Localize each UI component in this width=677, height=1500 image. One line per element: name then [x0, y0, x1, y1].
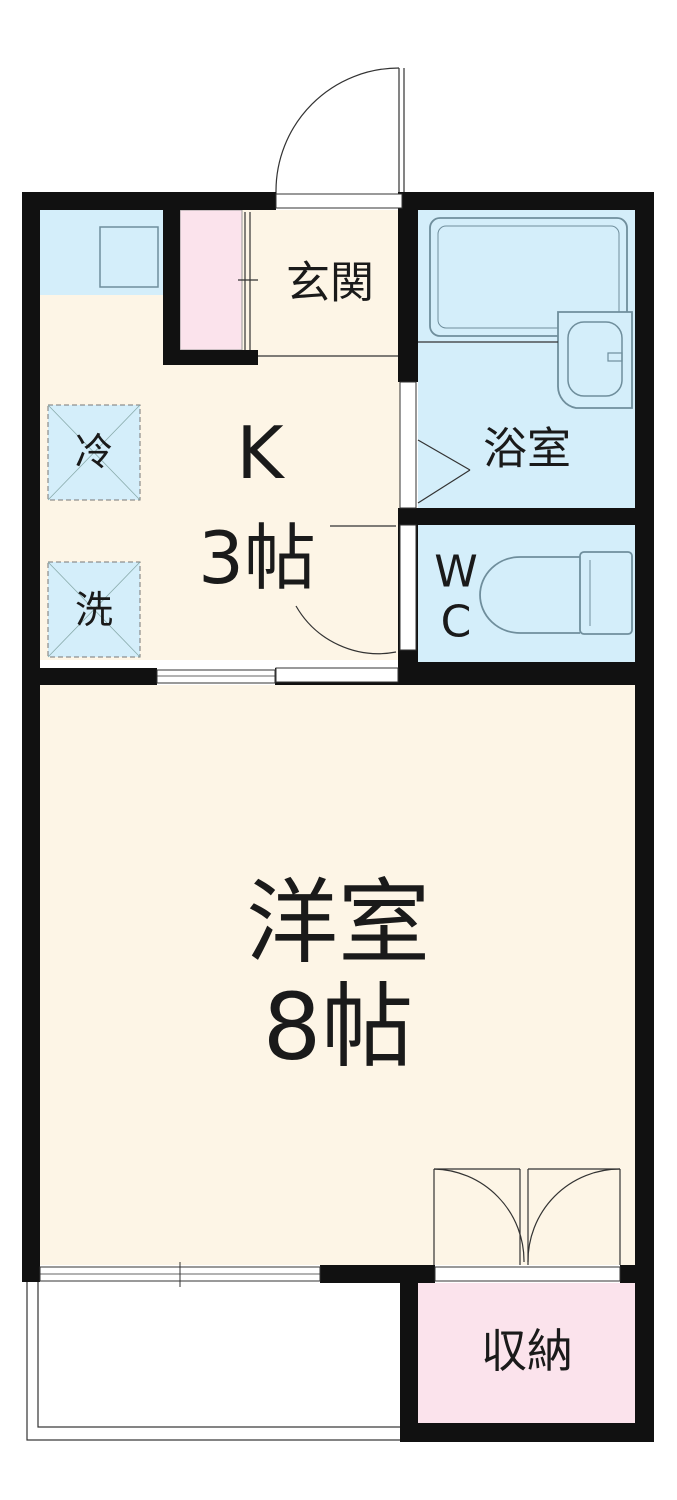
- window-balcony: [39, 1262, 321, 1287]
- shoe-cabinet-icon: [179, 209, 243, 351]
- toilet-floor: [418, 525, 635, 662]
- washer-space: 洗: [47, 561, 141, 658]
- washbasin-icon: [557, 311, 633, 409]
- bathtub-icon: [429, 217, 628, 337]
- kitchen-door-opening: [275, 667, 399, 683]
- kitchen-door[interactable]: [295, 525, 397, 655]
- balcony: [26, 1279, 406, 1441]
- washer-label: 洗: [75, 588, 113, 632]
- storage-label: 収納: [481, 1324, 573, 1378]
- western-room-label: 洋室: [246, 870, 430, 977]
- toilet-label-w: W: [434, 547, 478, 598]
- walls: [22, 192, 654, 1442]
- bath-door-opening: [399, 381, 417, 509]
- bath-label: 浴室: [483, 424, 571, 475]
- toilet-label-c: C: [441, 597, 472, 648]
- storage-floor: [418, 1283, 635, 1423]
- toilet-icon: [479, 551, 633, 635]
- window-kitchen: [156, 669, 276, 684]
- toilet-door-opening: [399, 524, 417, 651]
- storage-door[interactable]: [433, 1168, 621, 1265]
- fridge-space: 冷: [47, 404, 141, 501]
- entrance-door[interactable]: [275, 67, 405, 198]
- fridge-label: 冷: [75, 430, 113, 474]
- entrance-label: 玄関: [286, 258, 374, 309]
- kitchen-label: K: [236, 411, 285, 495]
- bath-door[interactable]: [417, 439, 471, 504]
- entrance-door-opening: [275, 193, 403, 209]
- storage-threshold: [434, 1266, 621, 1282]
- western-room-floor: [40, 685, 635, 1265]
- western-room-size: 8帖: [263, 974, 414, 1081]
- sink-icon: [40, 210, 165, 295]
- kitchen-size: 3帖: [198, 516, 316, 600]
